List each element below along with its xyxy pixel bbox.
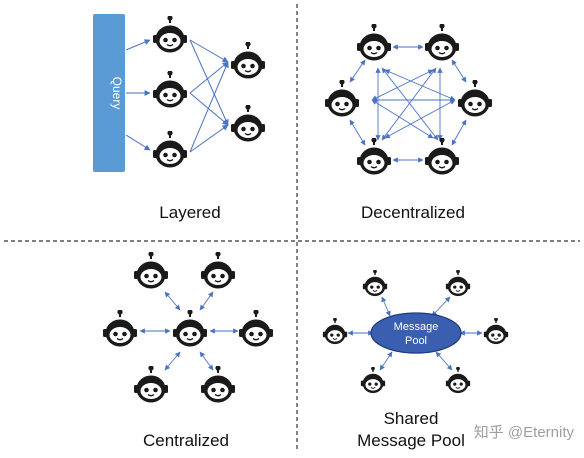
decentralized-arrows [349, 44, 467, 163]
pool-arrows [347, 296, 483, 371]
layered-arrows [125, 39, 229, 153]
robot-icon [152, 71, 188, 109]
robot-icon [152, 16, 188, 54]
robot-icon [483, 318, 509, 345]
decentralized-panel: Decentralized [324, 24, 493, 222]
query-box [93, 14, 125, 172]
centralized-arrows [139, 291, 239, 371]
layered-panel: Query Layered [93, 14, 266, 222]
watermark: 知乎 @Eternity [474, 424, 575, 441]
robot-icon [457, 80, 493, 118]
caption-shared-line1: Shared [384, 409, 439, 428]
robot-icon [152, 131, 188, 169]
robot-icon [133, 366, 169, 404]
robot-icon [362, 270, 388, 297]
caption-shared-line2: Message Pool [357, 431, 465, 450]
shared-pool-panel: Message Pool Shared Message Pool [322, 270, 509, 450]
caption-decentralized: Decentralized [361, 203, 465, 222]
robot-icon [360, 367, 386, 394]
query-label: Query [110, 77, 124, 110]
robot-icon [238, 310, 274, 348]
robot-icon [424, 138, 460, 176]
robot-icon [172, 310, 208, 348]
robot-icon [356, 24, 392, 62]
robot-icon [230, 42, 266, 80]
pool-label-line2: Pool [405, 335, 427, 347]
robot-icon [230, 105, 266, 143]
robot-icon [133, 252, 169, 290]
robot-icon [200, 252, 236, 290]
robot-icon [102, 310, 138, 348]
robot-icon [445, 367, 471, 394]
message-pool [370, 312, 462, 354]
centralized-panel: Centralized [102, 252, 274, 450]
robot-icon [322, 318, 348, 345]
robot-icon [356, 138, 392, 176]
robot-icon [445, 270, 471, 297]
robot-icon [324, 80, 360, 118]
pool-label-line1: Message [394, 321, 439, 333]
caption-layered: Layered [159, 203, 220, 222]
caption-centralized: Centralized [143, 431, 229, 450]
robot-icon [424, 24, 460, 62]
robot-icon [200, 366, 236, 404]
